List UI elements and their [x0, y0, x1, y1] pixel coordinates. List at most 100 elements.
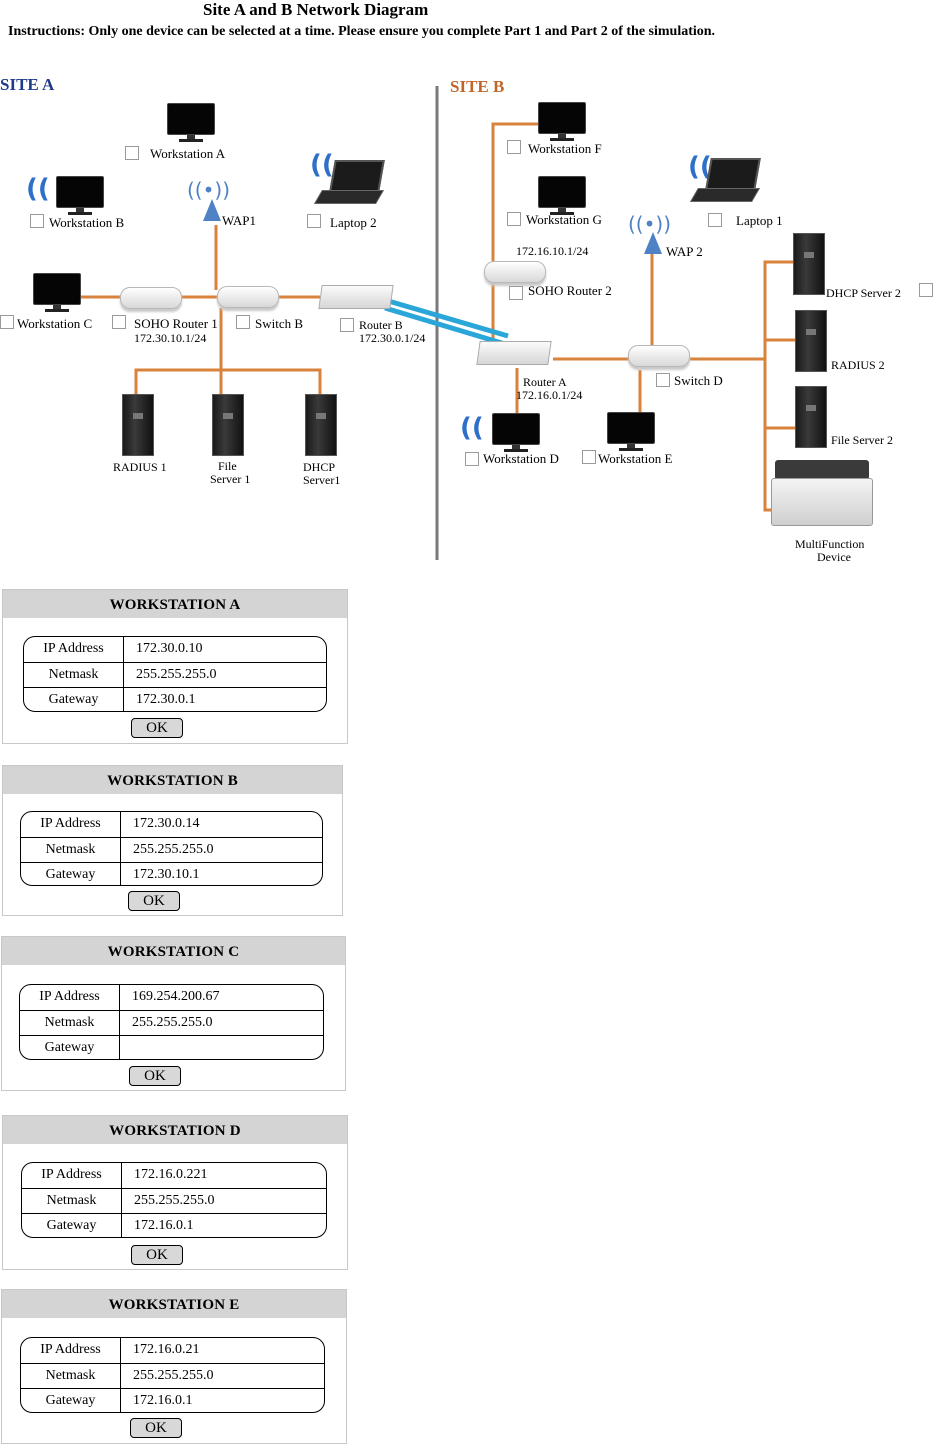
ok-button[interactable]: OK	[131, 718, 183, 738]
site-a-label: SITE A	[0, 75, 55, 94]
file-server-1-icon[interactable]	[212, 394, 244, 456]
wifi-icon: ((	[26, 174, 50, 204]
file-server-2-label: File Server 2	[831, 433, 893, 447]
netmask-label: Netmask	[21, 1364, 121, 1388]
ip-config-table: IP Address 172.16.0.221 Netmask 255.255.25…	[21, 1162, 327, 1238]
laptop-1-icon[interactable]	[689, 158, 764, 206]
dhcp-server-1-icon[interactable]	[305, 394, 337, 456]
page-title: Site A and B Network Diagram	[203, 0, 429, 19]
wap1-label: WAP1	[222, 213, 256, 228]
netmask-value[interactable]: 255.255.255.0	[134, 1193, 215, 1208]
instructions-text: Instructions: Only one device can be sel…	[8, 24, 716, 39]
gateway-label: Gateway	[24, 688, 124, 711]
wap2-icon[interactable]	[644, 232, 662, 254]
switch-d-checkbox[interactable]	[656, 373, 670, 387]
radius-1-label: RADIUS 1	[113, 460, 167, 474]
workstation-b-icon[interactable]	[56, 176, 104, 216]
radius-2-label: RADIUS 2	[831, 358, 885, 372]
router-b-icon[interactable]	[318, 285, 394, 309]
radius-2-icon[interactable]	[795, 310, 827, 372]
gateway-label: Gateway	[22, 1214, 122, 1237]
workstation-g-label: Workstation G	[526, 212, 602, 227]
multifunction-device-label-line1: MultiFunction	[795, 537, 865, 551]
workstation-g-icon[interactable]	[538, 176, 586, 216]
workstation-g-checkbox[interactable]	[507, 212, 521, 226]
workstation-c-label: Workstation C	[17, 316, 93, 331]
workstation-f-checkbox[interactable]	[507, 140, 521, 154]
ip-address-value[interactable]: 172.30.0.14	[133, 816, 200, 831]
ip-address-value[interactable]: 172.16.0.21	[133, 1342, 200, 1357]
router-a-label: Router A	[523, 375, 567, 389]
workstation-a-icon[interactable]	[167, 103, 215, 143]
switch-d-icon[interactable]	[628, 345, 690, 367]
panel-title: WORKSTATION E	[2, 1290, 346, 1318]
panel-title: WORKSTATION B	[3, 766, 342, 794]
switch-b-label: Switch B	[255, 316, 304, 331]
workstation-b-checkbox[interactable]	[30, 214, 44, 228]
ok-button[interactable]: OK	[128, 891, 180, 911]
gateway-value[interactable]: 172.16.0.1	[133, 1393, 193, 1408]
ip-address-value[interactable]: 169.254.200.67	[132, 989, 220, 1004]
ip-address-value[interactable]: 172.16.0.221	[134, 1167, 208, 1182]
wan-link	[384, 297, 509, 347]
netmask-value[interactable]: 255.255.255.0	[133, 842, 214, 857]
netmask-label: Netmask	[22, 1189, 122, 1213]
laptop-2-checkbox[interactable]	[307, 214, 321, 228]
netmask-value[interactable]: 255.255.255.0	[133, 1368, 214, 1383]
dhcp-server-2-checkbox[interactable]	[919, 283, 933, 297]
workstation-a-checkbox[interactable]	[125, 146, 139, 160]
site-b-label: SITE B	[450, 77, 505, 96]
soho-router-2-icon[interactable]	[484, 261, 546, 283]
workstation-c-icon[interactable]	[33, 273, 81, 313]
wap2-signal-icon: ((•))	[628, 212, 672, 236]
netmask-value[interactable]: 255.255.255.0	[136, 667, 217, 682]
soho-router-1-icon[interactable]	[120, 287, 182, 309]
gateway-value[interactable]: 172.16.0.1	[134, 1218, 194, 1233]
panel-title: WORKSTATION C	[2, 937, 345, 965]
ok-button[interactable]: OK	[130, 1418, 182, 1438]
workstation-f-icon[interactable]	[538, 102, 586, 142]
wap1-icon[interactable]	[203, 199, 221, 221]
switch-b-checkbox[interactable]	[236, 315, 250, 329]
site-a-cables	[80, 225, 322, 395]
ip-address-label: IP Address	[24, 637, 124, 662]
ok-button[interactable]: OK	[129, 1066, 181, 1086]
switch-b-icon[interactable]	[217, 286, 279, 308]
laptop-2-icon[interactable]	[313, 160, 388, 208]
laptop-1-label: Laptop 1	[736, 213, 783, 228]
ok-button[interactable]: OK	[131, 1245, 183, 1265]
workstation-b-label: Workstation B	[49, 215, 125, 230]
gateway-value[interactable]: 172.30.10.1	[133, 867, 200, 882]
gateway-label: Gateway	[20, 1036, 120, 1059]
workstation-d-checkbox[interactable]	[465, 452, 479, 466]
ip-address-label: IP Address	[22, 1163, 122, 1188]
router-b-checkbox[interactable]	[340, 318, 354, 332]
soho-router-1-checkbox[interactable]	[112, 315, 126, 329]
file-server-2-icon[interactable]	[795, 386, 827, 448]
workstation-c-checkbox[interactable]	[0, 315, 14, 329]
router-a-icon[interactable]	[476, 341, 552, 365]
laptop-1-checkbox[interactable]	[708, 213, 722, 227]
workstation-e-checkbox[interactable]	[582, 450, 596, 464]
soho-router-2-checkbox[interactable]	[509, 286, 523, 300]
multifunction-device-icon[interactable]	[771, 460, 873, 530]
gateway-value[interactable]: 172.30.0.1	[136, 692, 196, 707]
soho-router-2-label: SOHO Router 2	[528, 283, 612, 298]
radius-1-icon[interactable]	[122, 394, 154, 456]
workstation-d-icon[interactable]	[492, 413, 540, 453]
ip-address-value[interactable]: 172.30.0.10	[136, 641, 203, 656]
workstation-f-label: Workstation F	[528, 141, 602, 156]
laptop-2-label: Laptop 2	[330, 215, 377, 230]
soho-router-1-label: SOHO Router 1	[134, 316, 218, 331]
netmask-value[interactable]: 255.255.255.0	[132, 1015, 213, 1030]
workstation-d-label: Workstation D	[483, 451, 559, 466]
dhcp-server-2-icon[interactable]	[793, 233, 825, 295]
switch-d-label: Switch D	[674, 373, 723, 388]
workstation-e-icon[interactable]	[607, 412, 655, 452]
